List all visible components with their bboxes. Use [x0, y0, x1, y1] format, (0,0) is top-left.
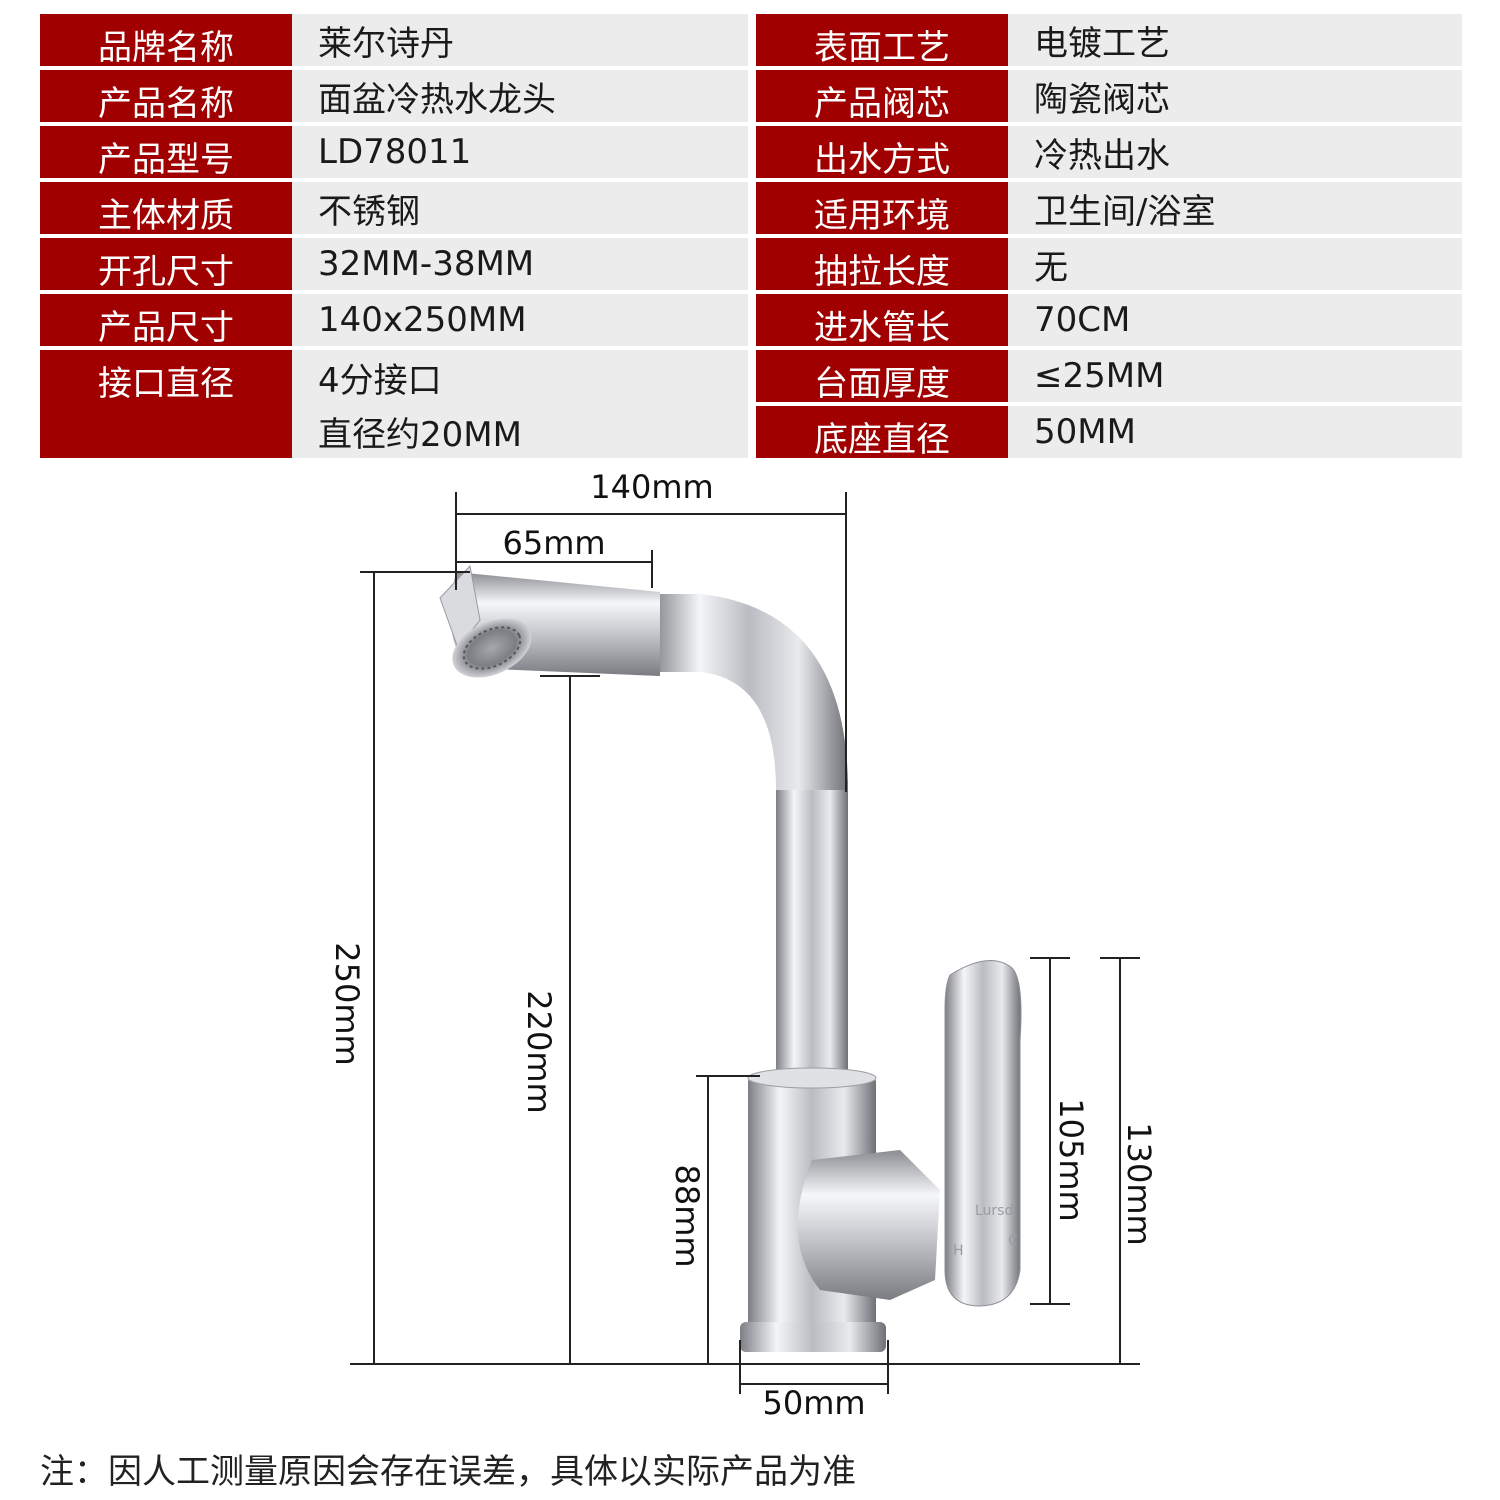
spec-value: 无 — [1008, 238, 1462, 290]
spec-value: 莱尔诗丹 — [292, 14, 748, 66]
spec-table-right: 表面工艺 电镀工艺 产品阀芯 陶瓷阀芯 出水方式 冷热出水 适用环境 卫生间/浴… — [756, 14, 1462, 462]
spec-value: 4分接口 直径约20MM — [292, 350, 748, 458]
spec-key: 接口直径 — [40, 350, 292, 458]
dim-label-height-total: 250mm — [328, 942, 366, 1065]
dim-label-width-total: 140mm — [590, 468, 713, 506]
spec-row: 主体材质 不锈钢 — [40, 182, 748, 236]
faucet-handle — [944, 959, 1022, 1307]
faucet-base — [740, 1322, 886, 1352]
spec-key: 抽拉长度 — [756, 238, 1008, 292]
spec-key: 产品尺寸 — [40, 294, 292, 348]
spec-row: 台面厚度 ≤25MM — [756, 350, 1462, 404]
dimension-lines — [350, 492, 1140, 1394]
spec-value: LD78011 — [292, 126, 748, 178]
spec-row: 开孔尺寸 32MM-38MM — [40, 238, 748, 292]
handle-brand-mark: Lursd — [975, 1203, 1013, 1219]
spec-value: 70CM — [1008, 294, 1462, 346]
faucet-column — [776, 780, 848, 1100]
dim-label-body-height: 88mm — [668, 1164, 706, 1267]
handle-cold-mark: C — [1008, 1233, 1018, 1249]
spec-key: 开孔尺寸 — [40, 238, 292, 292]
spec-key: 品牌名称 — [40, 14, 292, 68]
spec-value: 140x250MM — [292, 294, 748, 346]
dim-label-spout-length: 65mm — [502, 524, 605, 562]
spec-value: 电镀工艺 — [1008, 14, 1462, 66]
spec-row: 底座直径 50MM — [756, 406, 1462, 460]
spec-row: 产品型号 LD78011 — [40, 126, 748, 180]
handle-hot-mark: H — [953, 1243, 964, 1259]
spec-row: 适用环境 卫生间/浴室 — [756, 182, 1462, 236]
spec-key: 产品阀芯 — [756, 70, 1008, 124]
dim-label-base-diameter: 50mm — [762, 1384, 865, 1422]
spec-value-line: 直径约20MM — [318, 414, 522, 455]
aerator — [452, 618, 532, 678]
spec-value: 32MM-38MM — [292, 238, 748, 290]
spec-row: 产品名称 面盆冷热水龙头 — [40, 70, 748, 124]
faucet-cartridge — [797, 1150, 940, 1300]
spec-value: 卫生间/浴室 — [1008, 182, 1462, 234]
faucet-dimension-diagram: Lursd H C 140mm 65mm 250mm — [328, 468, 1158, 1422]
spec-value-line: 4分接口 — [318, 360, 442, 401]
faucet-image: Lursd H C — [439, 564, 1022, 1352]
spec-key: 产品名称 — [40, 70, 292, 124]
spec-row: 进水管长 70CM — [756, 294, 1462, 348]
dim-label-spout-height: 220mm — [520, 990, 558, 1113]
spec-key: 台面厚度 — [756, 350, 1008, 404]
spec-row: 产品阀芯 陶瓷阀芯 — [756, 70, 1462, 124]
spec-table-left: 品牌名称 莱尔诗丹 产品名称 面盆冷热水龙头 产品型号 LD78011 主体材质… — [40, 14, 748, 462]
spec-value: 陶瓷阀芯 — [1008, 70, 1462, 122]
faucet-bend — [650, 594, 848, 790]
spec-row: 接口直径 4分接口 直径约20MM — [40, 350, 748, 458]
spec-value: 50MM — [1008, 406, 1462, 458]
spec-value: 面盆冷热水龙头 — [292, 70, 748, 122]
spec-value: 不锈钢 — [292, 182, 748, 234]
spec-key: 主体材质 — [40, 182, 292, 236]
spec-key: 出水方式 — [756, 126, 1008, 180]
measurement-note: 注：因人工测量原因会存在误差，具体以实际产品为准 — [40, 1452, 856, 1492]
spec-row: 品牌名称 莱尔诗丹 — [40, 14, 748, 68]
spec-key: 表面工艺 — [756, 14, 1008, 68]
spec-row: 产品尺寸 140x250MM — [40, 294, 748, 348]
spec-key: 底座直径 — [756, 406, 1008, 460]
dim-label-handle-height: 105mm — [1052, 1098, 1090, 1221]
spec-row: 表面工艺 电镀工艺 — [756, 14, 1462, 68]
spec-key: 产品型号 — [40, 126, 292, 180]
spec-value: ≤25MM — [1008, 350, 1462, 402]
spec-row: 出水方式 冷热出水 — [756, 126, 1462, 180]
spec-key: 适用环境 — [756, 182, 1008, 236]
spec-key: 进水管长 — [756, 294, 1008, 348]
spec-value: 冷热出水 — [1008, 126, 1462, 178]
dim-label-handle-total: 130mm — [1120, 1122, 1158, 1245]
spec-row: 抽拉长度 无 — [756, 238, 1462, 292]
